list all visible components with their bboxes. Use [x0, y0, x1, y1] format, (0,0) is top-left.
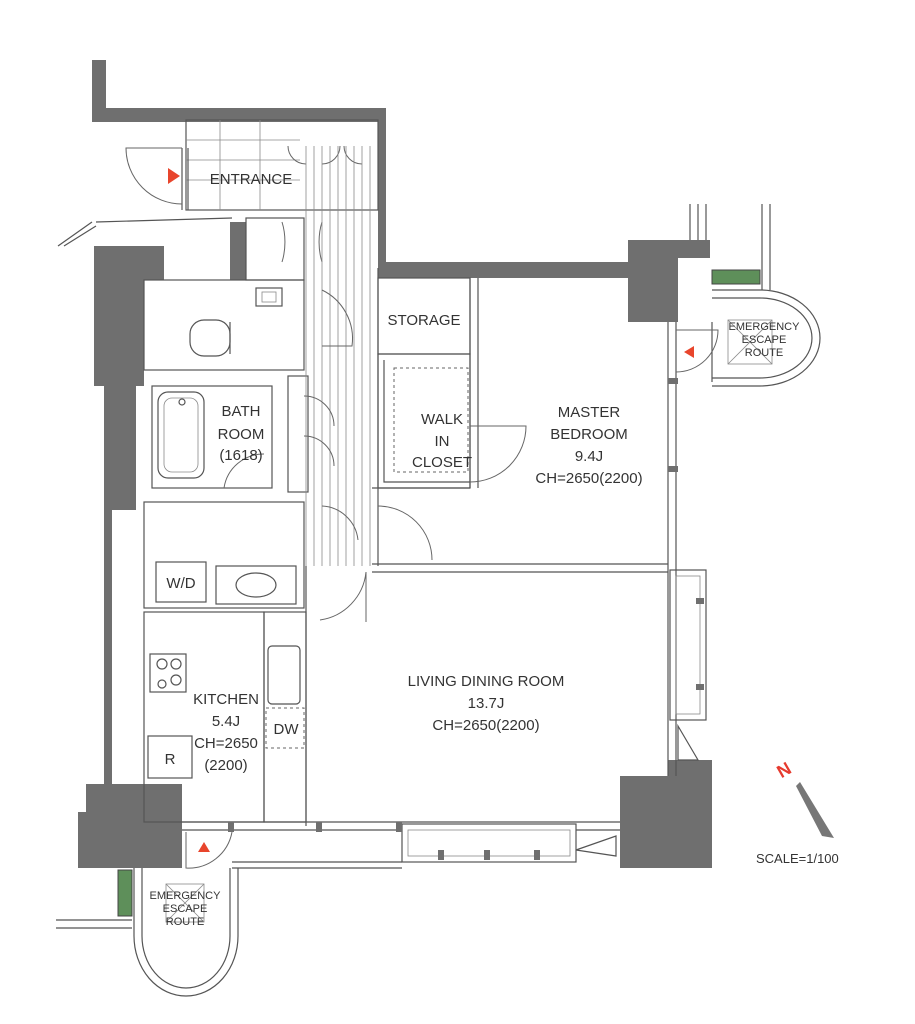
north-arrow-icon — [796, 782, 834, 838]
bath-room-label-1: BATH — [222, 403, 261, 420]
entrance-label: ENTRANCE — [210, 171, 293, 188]
storage-label: STORAGE — [387, 312, 460, 329]
walk-in-closet-label-3: CLOSET — [412, 454, 472, 471]
scale-label: SCALE=1/100 — [756, 851, 839, 866]
master-bedroom-label-1: MASTER — [558, 404, 621, 421]
living-dining-label-2: 13.7J — [468, 695, 505, 712]
kitchen-label-1: KITCHEN — [193, 691, 259, 708]
entrance-area — [57, 119, 379, 281]
toilet-fixtures — [189, 287, 283, 357]
escape-sw-label-2: ESCAPE — [163, 903, 208, 915]
escape-hatch-icon — [117, 869, 133, 917]
emergency-escape-northeast — [675, 204, 821, 387]
bath-room-label-2: ROOM — [218, 426, 265, 443]
kitchen-label-4: (2200) — [204, 757, 247, 774]
walk-in-closet-label-1: WALK — [421, 411, 463, 428]
master-bedroom-label-4: CH=2650(2200) — [535, 470, 642, 487]
kitchen-label-2: 5.4J — [212, 713, 240, 730]
escape-sw-label-1: EMERGENCY — [150, 890, 222, 902]
walls — [78, 60, 712, 868]
emergency-escape-southwest — [56, 831, 239, 997]
refrigerator-label: R — [165, 751, 176, 768]
escape-ne-label-3: ROUTE — [745, 347, 784, 359]
bath-fixtures — [157, 391, 265, 489]
dw-label: DW — [274, 721, 300, 738]
labels: ENTRANCE STORAGE WALK IN CLOSET MASTER B… — [150, 171, 839, 928]
living-dining-label-3: CH=2650(2200) — [432, 717, 539, 734]
compass-north-label: N — [773, 758, 794, 782]
interior-lines — [143, 277, 707, 869]
escape-sw-label-3: ROUTE — [166, 916, 205, 928]
kitchen-label-3: CH=2650 — [194, 735, 258, 752]
escape-hatch-icon — [711, 269, 761, 285]
walk-in-closet-label-2: IN — [435, 433, 450, 450]
closet-fixtures — [383, 360, 527, 483]
laundry-fixtures — [155, 561, 297, 605]
entrance-marker-icon — [168, 168, 180, 184]
hallway-stripes — [303, 146, 433, 622]
escape-marker-icon — [198, 842, 210, 852]
escape-marker-icon — [684, 346, 694, 358]
master-bedroom-label-2: BEDROOM — [550, 426, 628, 443]
master-bedroom-label-3: 9.4J — [575, 448, 603, 465]
window-mullions — [228, 204, 713, 860]
kitchen-fixtures — [147, 645, 305, 779]
escape-ne-label-2: ESCAPE — [742, 334, 787, 346]
living-dining-label-1: LIVING DINING ROOM — [408, 673, 565, 690]
wd-label: W/D — [166, 575, 195, 592]
escape-ne-label-1: EMERGENCY — [729, 321, 801, 333]
compass: N — [773, 758, 834, 838]
bath-room-label-3: (1618) — [219, 447, 262, 464]
